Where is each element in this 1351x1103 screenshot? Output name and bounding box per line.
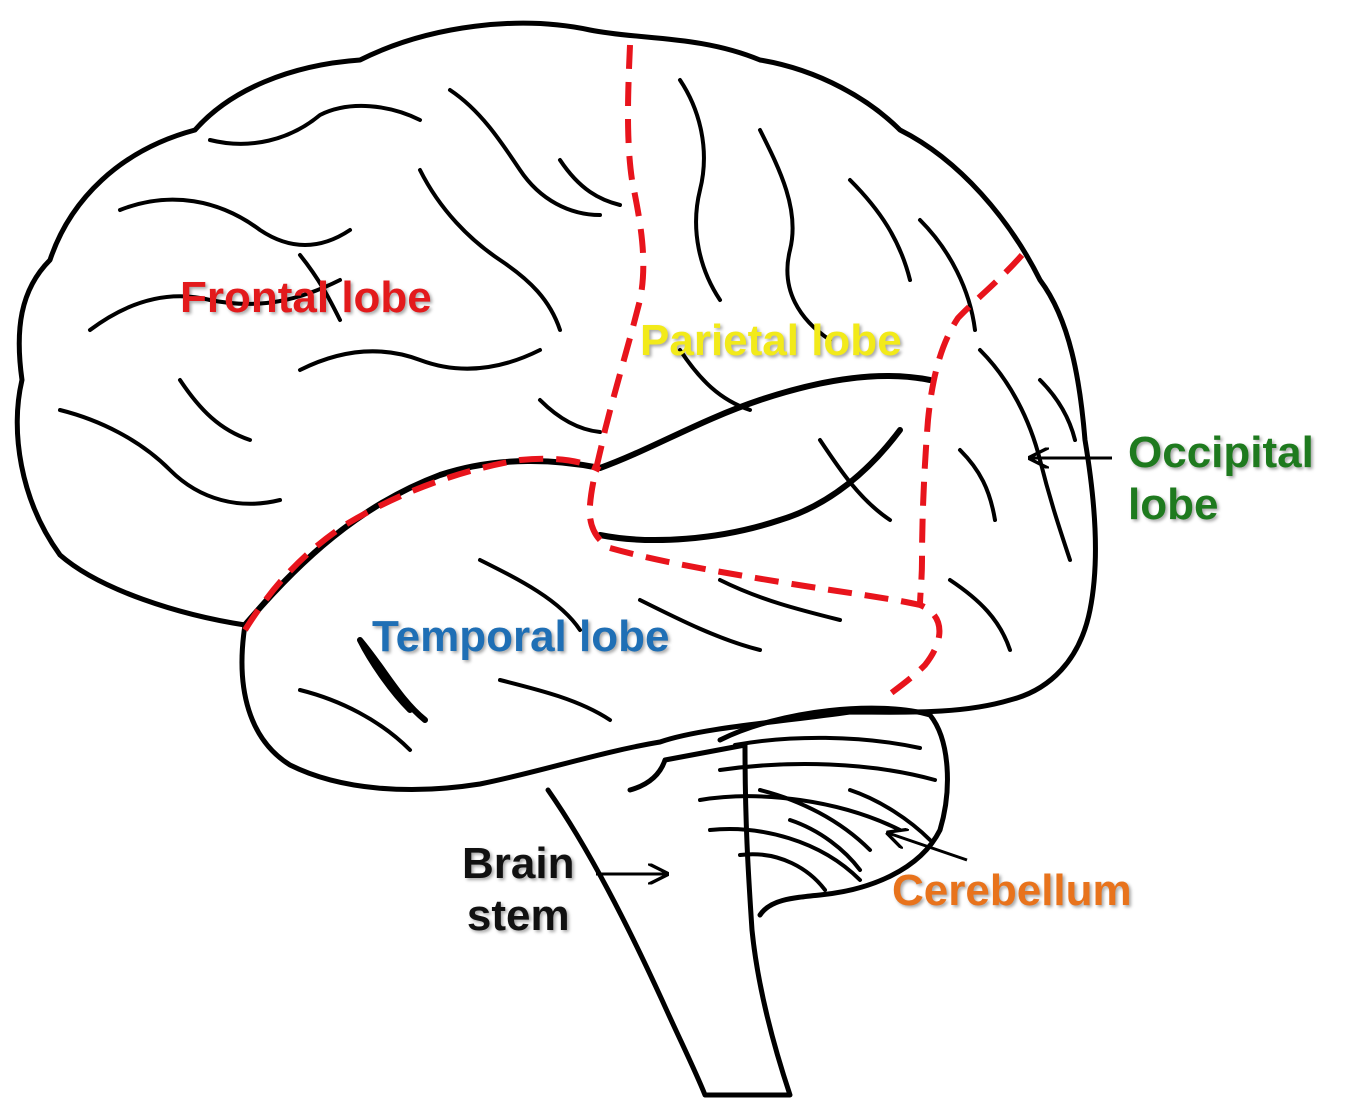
central-sulcus-boundary (590, 45, 644, 548)
frontal-lobe-label: Frontal lobe (180, 272, 432, 324)
occipital-label-line2: lobe (1128, 479, 1314, 531)
brainstem-label-line1: Brain (462, 838, 574, 890)
brainstem-label-line2: stem (462, 890, 574, 942)
temporal-lobe-label: Temporal lobe (372, 611, 669, 663)
brainstem-label: Brain stem (462, 838, 574, 942)
cerebellum-label: Cerebellum (892, 865, 1132, 917)
lobe-boundaries (245, 45, 1022, 700)
occipital-lobe-label: Occipital lobe (1128, 427, 1314, 531)
lateral-sulcus-boundary (245, 459, 600, 630)
cerebrum-outline (17, 23, 1095, 789)
parietal-lobe-label: Parietal lobe (640, 315, 902, 367)
occipital-label-line1: Occipital (1128, 427, 1314, 479)
